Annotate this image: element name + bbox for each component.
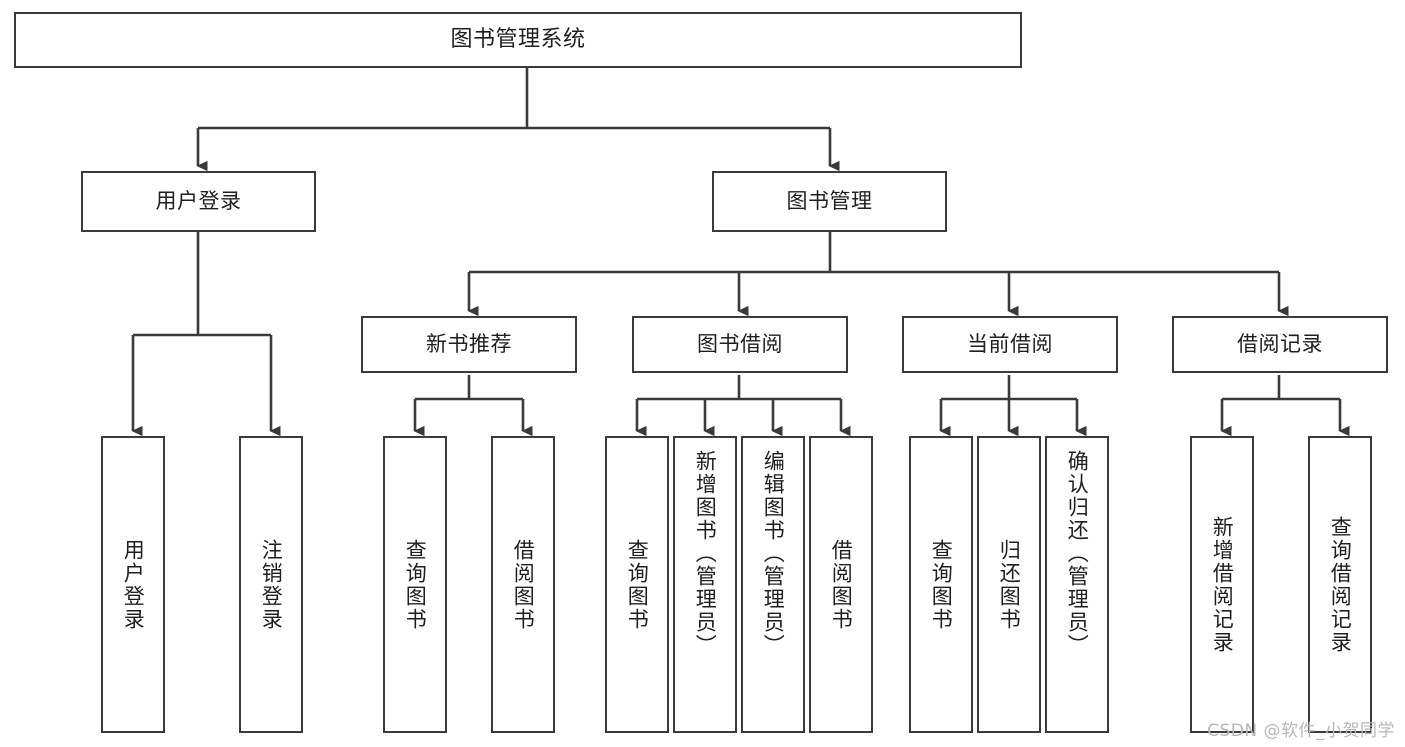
node-leaf-confirm-return[interactable]: 确认归还（管理员） bbox=[1045, 436, 1109, 733]
node-leaf-add-book[interactable]: 新增图书（管理员） bbox=[673, 436, 737, 733]
node-current-borrow[interactable]: 当前借阅 bbox=[902, 316, 1118, 373]
node-leaf-return-book-label: 归还图书 bbox=[997, 538, 1022, 631]
node-new-book-rec[interactable]: 新书推荐 bbox=[361, 316, 577, 373]
node-leaf-return-book[interactable]: 归还图书 bbox=[977, 436, 1041, 733]
node-new-book-rec-label: 新书推荐 bbox=[426, 332, 512, 357]
node-current-borrow-label: 当前借阅 bbox=[967, 332, 1053, 357]
node-leaf-user-login[interactable]: 用户登录 bbox=[101, 436, 165, 733]
node-leaf-query-book-2[interactable]: 查询图书 bbox=[605, 436, 669, 733]
node-leaf-query-record-label: 查询借阅记录 bbox=[1328, 515, 1353, 654]
node-user-login-label: 用户登录 bbox=[155, 189, 242, 214]
node-book-borrow[interactable]: 图书借阅 bbox=[632, 316, 848, 373]
node-leaf-confirm-return-label: 确认归还（管理员） bbox=[1065, 450, 1090, 657]
node-leaf-borrow-book-2[interactable]: 借阅图书 bbox=[809, 436, 873, 733]
node-root-label: 图书管理系统 bbox=[450, 27, 586, 53]
node-leaf-query-book-3[interactable]: 查询图书 bbox=[909, 436, 973, 733]
node-leaf-user-logout[interactable]: 注销登录 bbox=[239, 436, 303, 733]
node-leaf-query-book-1[interactable]: 查询图书 bbox=[383, 436, 447, 733]
node-leaf-add-record[interactable]: 新增借阅记录 bbox=[1190, 436, 1254, 733]
node-leaf-borrow-book-1-label: 借阅图书 bbox=[511, 538, 536, 631]
node-leaf-add-book-label: 新增图书（管理员） bbox=[693, 450, 718, 657]
node-leaf-user-logout-label: 注销登录 bbox=[259, 538, 284, 631]
node-borrow-record-label: 借阅记录 bbox=[1237, 332, 1323, 357]
node-borrow-record[interactable]: 借阅记录 bbox=[1172, 316, 1388, 373]
node-leaf-borrow-book-1[interactable]: 借阅图书 bbox=[491, 436, 555, 733]
node-book-manage[interactable]: 图书管理 bbox=[712, 171, 947, 232]
node-leaf-query-book-3-label: 查询图书 bbox=[929, 538, 954, 631]
node-leaf-borrow-book-2-label: 借阅图书 bbox=[829, 538, 854, 631]
node-book-borrow-label: 图书借阅 bbox=[697, 332, 783, 357]
node-leaf-query-book-1-label: 查询图书 bbox=[403, 538, 428, 631]
node-leaf-edit-book[interactable]: 编辑图书（管理员） bbox=[741, 436, 805, 733]
node-leaf-query-book-2-label: 查询图书 bbox=[625, 538, 650, 631]
node-leaf-edit-book-label: 编辑图书（管理员） bbox=[761, 450, 786, 657]
node-leaf-query-record[interactable]: 查询借阅记录 bbox=[1308, 436, 1372, 733]
node-user-login[interactable]: 用户登录 bbox=[81, 171, 316, 232]
node-leaf-user-login-label: 用户登录 bbox=[121, 538, 146, 631]
node-book-manage-label: 图书管理 bbox=[786, 189, 873, 214]
node-root[interactable]: 图书管理系统 bbox=[14, 12, 1022, 68]
node-leaf-add-record-label: 新增借阅记录 bbox=[1210, 515, 1235, 654]
